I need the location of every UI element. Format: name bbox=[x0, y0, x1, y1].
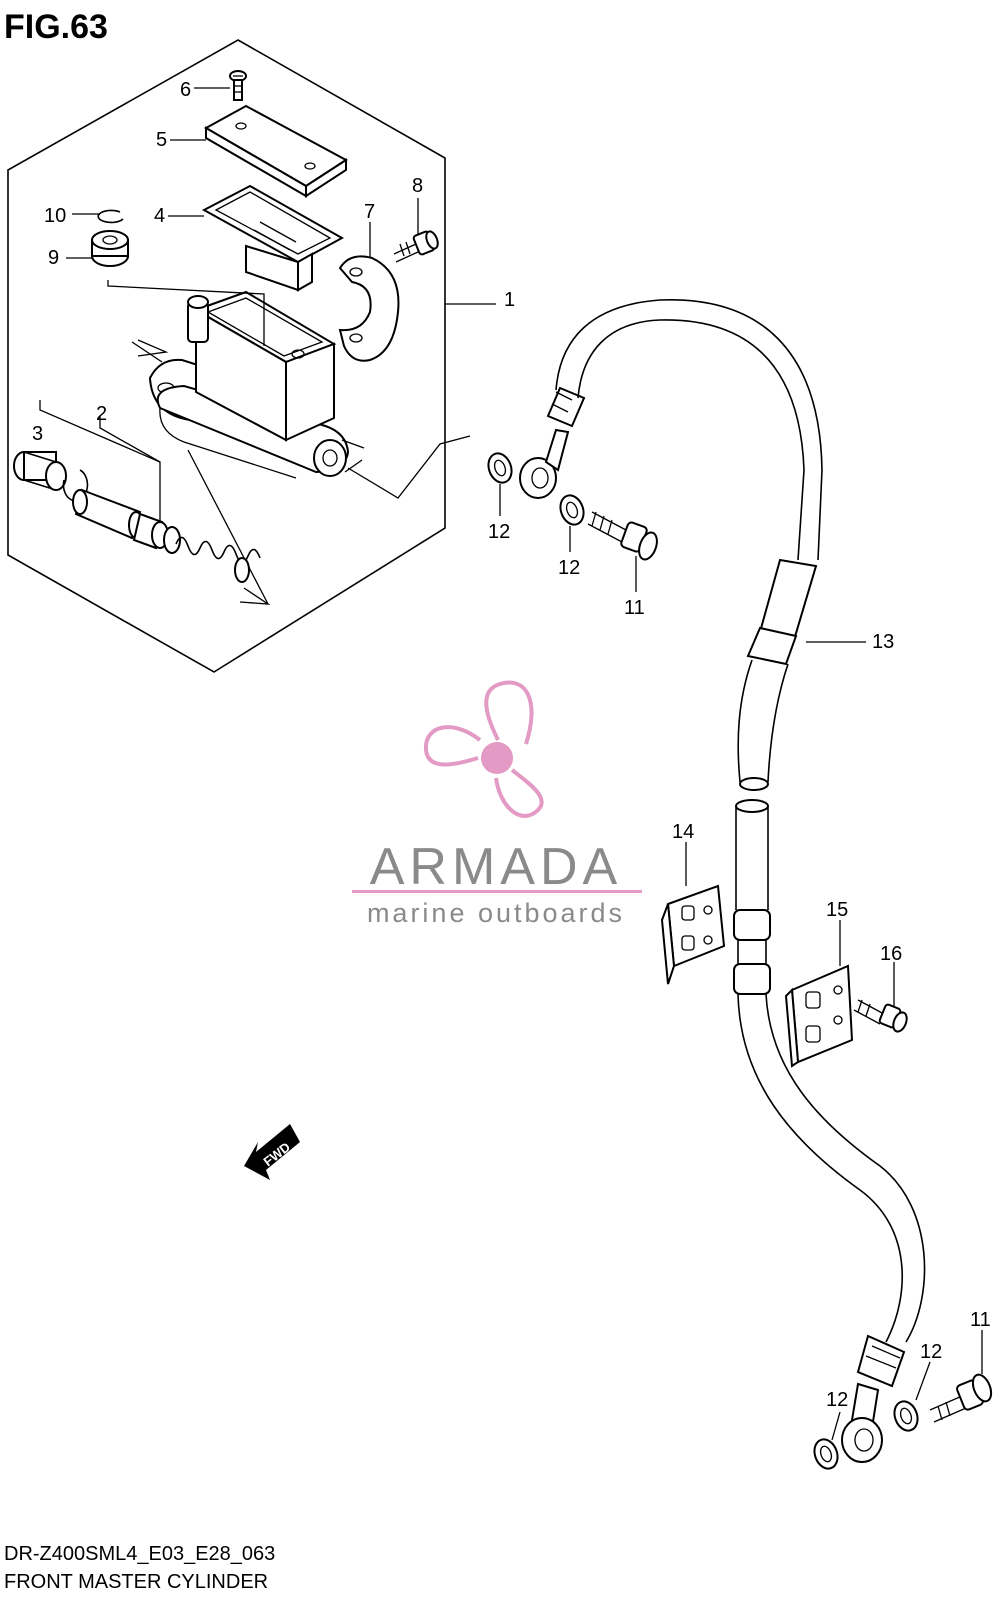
callout-label: 7 bbox=[364, 201, 375, 223]
part-hose-guide-14 bbox=[660, 884, 726, 985]
callout-label: 12 bbox=[488, 521, 510, 543]
callout-label: 3 bbox=[32, 423, 43, 445]
callout-label: 14 bbox=[672, 821, 694, 843]
part-washer-12-lower-a bbox=[813, 1438, 839, 1470]
callout-label: 4 bbox=[154, 205, 165, 227]
callout-label: 11 bbox=[624, 597, 645, 619]
callout-label: 1 bbox=[504, 289, 515, 311]
part-washer-12-lower-b bbox=[893, 1400, 919, 1432]
part-bolt-16 bbox=[853, 999, 908, 1033]
watermark-divider bbox=[352, 890, 642, 893]
part-hose-clamp-15 bbox=[784, 964, 854, 1068]
watermark-brand: ARMADA bbox=[370, 838, 622, 896]
callout-label: 12 bbox=[920, 1341, 942, 1363]
part-cap-5 bbox=[203, 104, 348, 198]
arrow-left-icon bbox=[244, 1124, 300, 1180]
callout-label: 8 bbox=[412, 175, 423, 197]
part-banjo-bolt-11-upper bbox=[587, 511, 658, 561]
part-brake-hose-13 bbox=[546, 299, 926, 1388]
part-master-cylinder-1 bbox=[148, 290, 365, 479]
callout-label: 15 bbox=[826, 899, 848, 921]
part-circlip-10 bbox=[97, 209, 124, 224]
part-screw-6 bbox=[229, 70, 247, 101]
part-washer-12-upper-b bbox=[559, 494, 585, 526]
part-piston-kit-2 bbox=[13, 400, 261, 583]
leader-lines bbox=[66, 87, 983, 1441]
callout-label: 10 bbox=[44, 205, 66, 227]
part-diaphragm-4 bbox=[201, 184, 345, 292]
part-banjo-bolt-11-lower bbox=[929, 1373, 993, 1423]
diagram-caption: FRONT MASTER CYLINDER bbox=[4, 1571, 268, 1593]
callouts: 1 2 3 4 5 6 7 8 9 10 11 11 12 12 12 12 1… bbox=[32, 79, 991, 1411]
assembly-outline bbox=[7, 39, 446, 673]
watermark: ARMADA marine outboards bbox=[352, 680, 642, 928]
callout-label: 9 bbox=[48, 247, 59, 269]
callout-label: 12 bbox=[558, 557, 580, 579]
watermark-tagline: marine outboards bbox=[367, 898, 625, 928]
part-bolt-8 bbox=[393, 230, 439, 263]
callout-label: 2 bbox=[96, 403, 107, 425]
callout-label: 5 bbox=[156, 129, 167, 151]
callout-label: 12 bbox=[826, 1389, 848, 1411]
callout-label: 6 bbox=[180, 79, 191, 101]
part-banjo-upper bbox=[519, 428, 570, 499]
part-banjo-lower bbox=[841, 1382, 883, 1463]
figure-title: FIG.63 bbox=[4, 8, 108, 46]
callout-label: 16 bbox=[880, 943, 902, 965]
propeller-logo bbox=[423, 680, 544, 818]
center-lines bbox=[107, 280, 471, 605]
part-grommet-9 bbox=[91, 230, 129, 267]
part-clamp-7 bbox=[338, 255, 400, 362]
fwd-direction-marker: FWD bbox=[244, 1124, 300, 1180]
part-washer-12-upper-a bbox=[487, 452, 513, 484]
model-code: DR-Z400SML4_E03_E28_063 bbox=[4, 1543, 275, 1565]
callout-label: 13 bbox=[872, 631, 894, 653]
callout-label: 11 bbox=[970, 1309, 991, 1331]
